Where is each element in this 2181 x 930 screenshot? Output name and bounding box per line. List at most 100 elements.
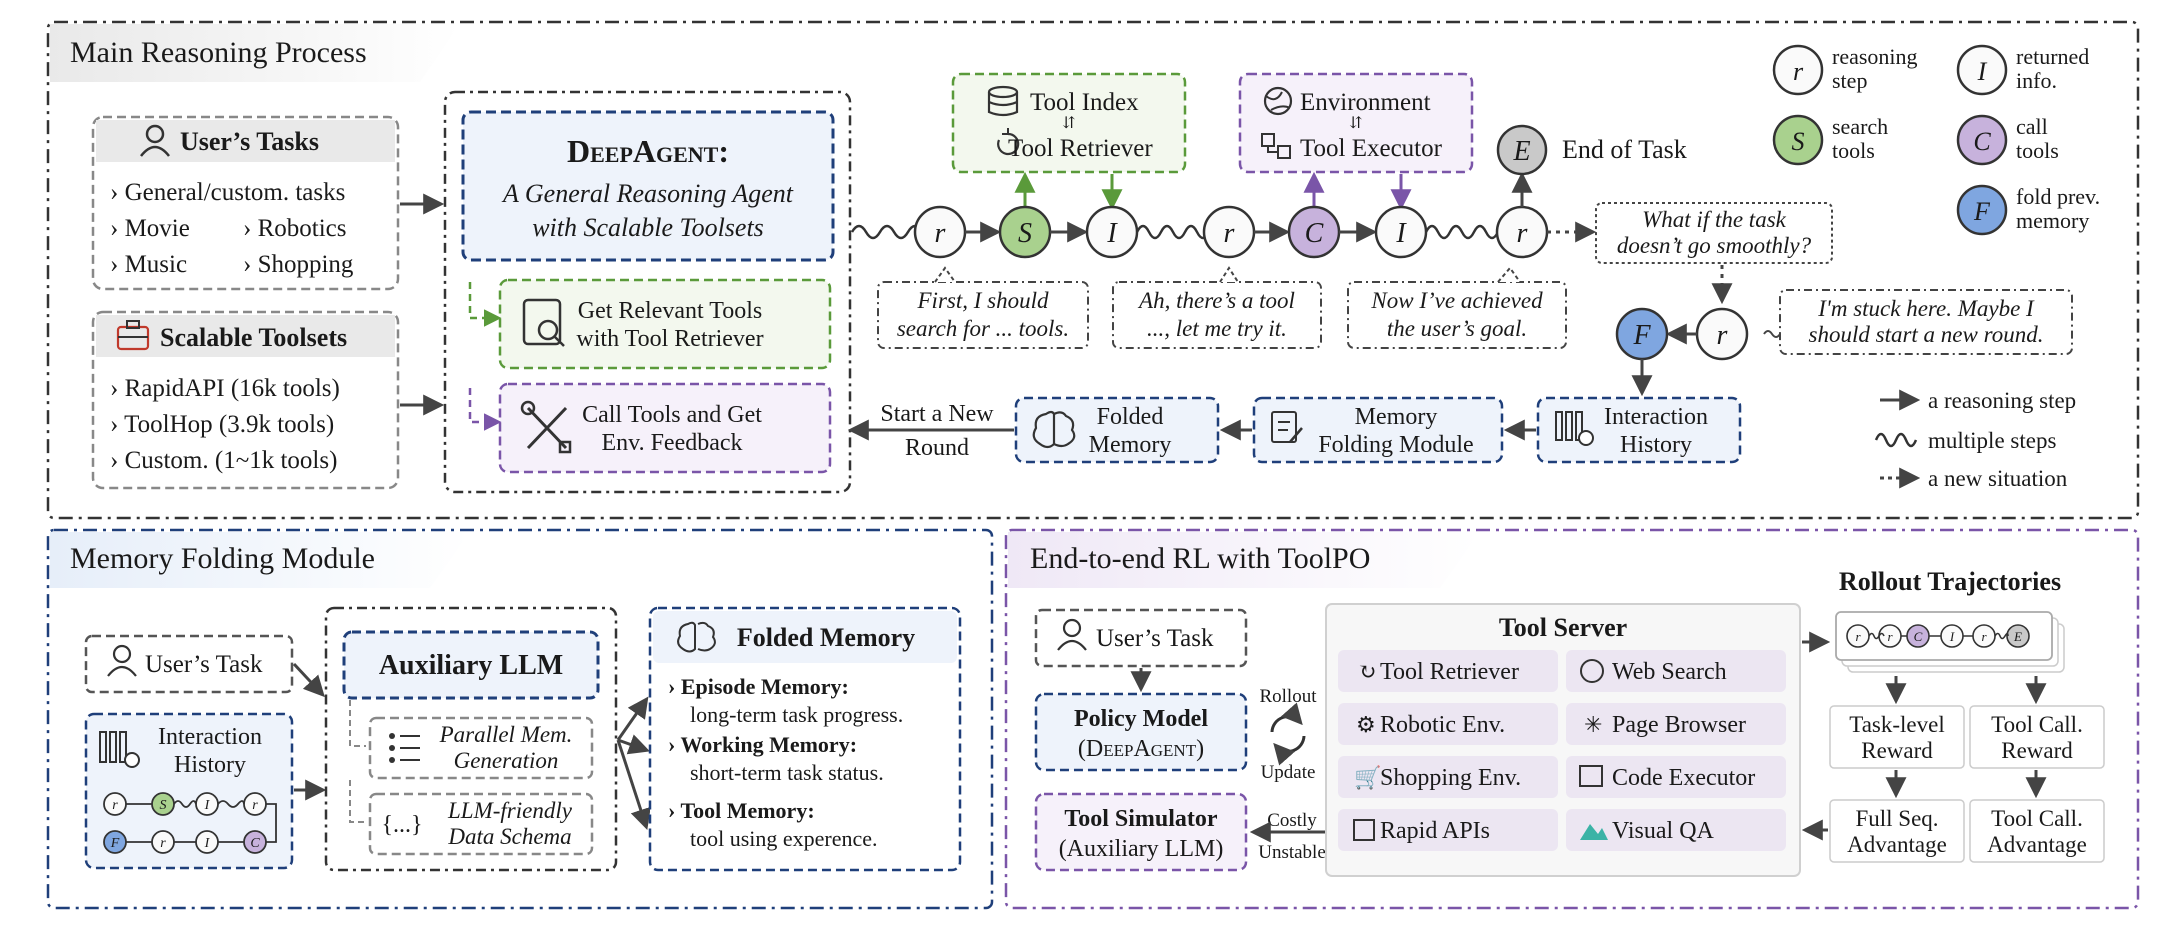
svg-text:Web Search: Web Search <box>1612 659 1727 685</box>
toolbox-icon <box>116 320 150 351</box>
svg-text:Tool Server: Tool Server <box>1499 613 1627 642</box>
svg-text:I: I <box>204 836 211 851</box>
doc-search-icon <box>522 298 565 347</box>
svg-text:› Tool Memory:: › Tool Memory: <box>668 798 815 823</box>
toolsets-item: › Custom. (1~1k tools) <box>110 447 337 474</box>
memory-panel-title: Memory Folding Module <box>70 542 375 575</box>
svg-text:Costly: Costly <box>1267 810 1317 831</box>
svg-text:Now I’ve achieved: Now I’ve achieved <box>1370 288 1543 313</box>
legend: r reasoning step I returned info. S sear… <box>1772 44 2100 491</box>
svg-text:(Auxiliary LLM): (Auxiliary LLM) <box>1059 836 1224 862</box>
svg-text:a reasoning step: a reasoning step <box>1928 388 2076 413</box>
svg-text:Reward: Reward <box>2001 738 2073 763</box>
svg-text:short-term task status.: short-term task status. <box>690 760 884 785</box>
svg-text:I: I <box>1977 57 1988 86</box>
node-r: r <box>1224 218 1235 249</box>
cursor-icon: ✳ <box>1584 712 1602 737</box>
history-icon <box>99 731 140 768</box>
node-f: F <box>1632 320 1651 351</box>
fold-icon <box>1271 411 1303 443</box>
svg-text:Page Browser: Page Browser <box>1612 712 1746 738</box>
svg-text:First, I should: First, I should <box>917 288 1049 313</box>
svg-text:r: r <box>1855 629 1861 644</box>
svg-text:C: C <box>1914 629 1923 644</box>
svg-text:Update: Update <box>1261 762 1316 783</box>
svg-text:Code Executor: Code Executor <box>1612 765 1755 791</box>
svg-text:Advantage: Advantage <box>1847 832 1947 857</box>
svg-text:› Episode Memory:: › Episode Memory: <box>668 674 849 699</box>
tools-icon <box>520 400 572 454</box>
svg-text:tools: tools <box>2016 138 2059 163</box>
user-tasks-item: › Music <box>110 251 187 278</box>
svg-text:call: call <box>2016 114 2048 139</box>
svg-text:r: r <box>1793 57 1804 86</box>
globe-icon <box>1263 86 1293 116</box>
svg-text:S: S <box>160 798 167 813</box>
svg-text:Policy Model: Policy Model <box>1074 706 1208 732</box>
deepagent-subtitle: A General Reasoning Agent <box>501 179 794 208</box>
svg-text:Robotic Env.: Robotic Env. <box>1380 712 1505 738</box>
svg-text:a new situation: a new situation <box>1928 466 2068 491</box>
svg-text:r: r <box>160 836 166 851</box>
folding-flow: Interaction History Memory Folding Modul… <box>847 396 1742 464</box>
list-icon <box>389 733 420 763</box>
main-reasoning-panel: Main Reasoning Process <box>46 20 2140 520</box>
svg-text:User’s Task: User’s Task <box>145 651 263 678</box>
svg-text:Tool Call.: Tool Call. <box>1991 712 2083 737</box>
svg-text:Full Seq.: Full Seq. <box>1855 806 1938 831</box>
node-c: C <box>1305 218 1324 249</box>
svg-text:F: F <box>110 836 120 851</box>
svg-text:(DeepAgent): (DeepAgent) <box>1078 736 1204 762</box>
svg-text:History: History <box>174 752 246 778</box>
memory-panel: Memory Folding Module User’s Task Intera… <box>46 528 994 910</box>
svg-text:Shopping Env.: Shopping Env. <box>1380 765 1521 791</box>
user-icon <box>107 644 137 677</box>
svg-text:the user’s goal.: the user’s goal. <box>1387 316 1527 341</box>
robot-arm-icon: ⚙ <box>1356 712 1376 737</box>
svg-text:S: S <box>1792 127 1805 156</box>
svg-text:Rollout: Rollout <box>1259 686 1317 707</box>
tool-index-box: Tool Index ⇵ Tool Retriever <box>951 72 1187 174</box>
cycle-icon <box>1270 702 1306 766</box>
globe-icon <box>1580 659 1604 683</box>
svg-text:History: History <box>1620 432 1692 458</box>
svg-text:Interaction: Interaction <box>158 724 262 750</box>
svg-text:reasoning: reasoning <box>1832 44 1918 69</box>
api-icon <box>1353 819 1375 841</box>
svg-text:Rollout Trajectories: Rollout Trajectories <box>1839 567 2061 596</box>
svg-text:Unstable: Unstable <box>1258 842 1326 863</box>
svg-text:long-term task progress.: long-term task progress. <box>690 702 903 727</box>
node-i: I <box>1106 218 1118 249</box>
node-r: r <box>1717 320 1728 351</box>
tool-executor-label: Tool Executor <box>1300 135 1443 162</box>
brain-icon <box>1032 410 1076 449</box>
user-tasks-item: › General/custom. tasks <box>110 179 345 206</box>
svg-text:Folding Module: Folding Module <box>1318 432 1473 458</box>
svg-text:I'm stuck here. Maybe I: I'm stuck here. Maybe I <box>1817 296 2035 321</box>
thought-bubbles: First, I should search for ... tools. Ah… <box>877 202 2073 355</box>
mini-chain: r S I r F r I C <box>103 792 277 854</box>
history-icon <box>1555 411 1594 446</box>
svg-text:tools: tools <box>1832 138 1875 163</box>
call-tools-label: Call Tools and Get <box>582 402 762 428</box>
user-tasks-item: › Robotics <box>243 215 346 242</box>
user-tasks-box: User’s Tasks › General/custom. tasks › M… <box>91 115 400 291</box>
svg-text:returned: returned <box>2016 44 2089 69</box>
exchange-icon: ⇵ <box>1062 115 1075 132</box>
svg-text:Tool Simulator: Tool Simulator <box>1064 806 1217 832</box>
node-r: r <box>935 218 946 249</box>
svg-text:info.: info. <box>2016 68 2057 93</box>
svg-text:Interaction: Interaction <box>1604 404 1708 430</box>
get-tools-label: with Tool Retriever <box>576 326 763 352</box>
rl-panel: End-to-end RL with ToolPO User’s Task Po… <box>1004 528 2140 910</box>
svg-text:C: C <box>250 836 260 851</box>
end-of-task-label: End of Task <box>1562 135 1687 164</box>
rl-panel-title: End-to-end RL with ToolPO <box>1030 542 1370 575</box>
mini-trajectory: r r C I r E <box>1846 624 2030 648</box>
environment-label: Environment <box>1300 89 1431 116</box>
reasoning-chain: r S I r C I r E End of Task <box>850 124 1687 259</box>
toolsets-item: › RapidAPI (16k tools) <box>110 375 340 402</box>
svg-text:Start a New: Start a New <box>880 401 994 427</box>
svg-text:Advantage: Advantage <box>1987 832 2087 857</box>
